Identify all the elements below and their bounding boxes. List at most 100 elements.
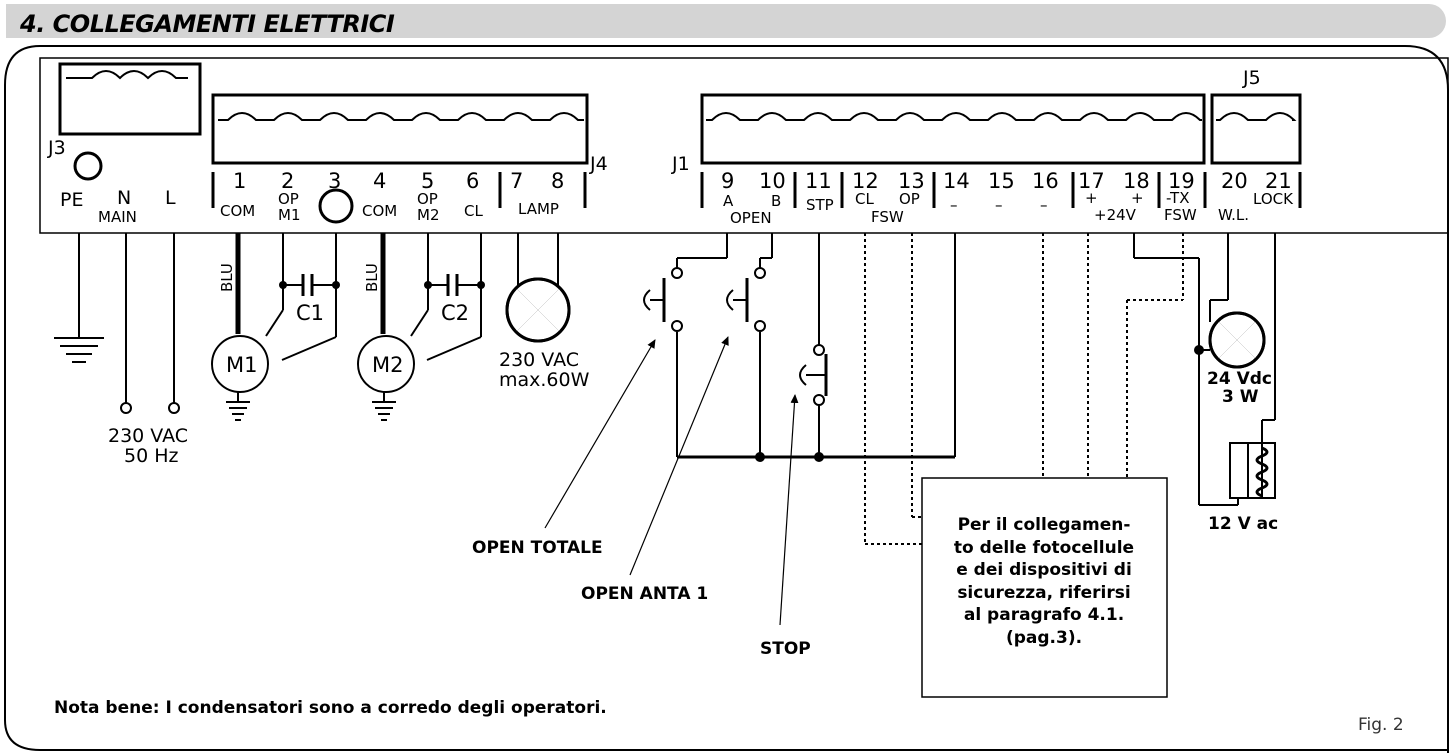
motor-1-label: M1 bbox=[226, 353, 257, 377]
j3-terminal-block bbox=[58, 62, 202, 136]
terminal-16-number: 16 bbox=[1032, 169, 1059, 193]
open-total-callout: OPEN TOTALE bbox=[472, 538, 603, 558]
n-label: N bbox=[117, 187, 131, 209]
terminal-7-number: 7 bbox=[510, 169, 523, 193]
b-label: B bbox=[771, 192, 781, 210]
j5-terminal-block bbox=[1210, 93, 1302, 165]
c2-dot-right bbox=[477, 281, 485, 289]
footer-note: Nota bene: I condensatori sono a corredo… bbox=[54, 698, 607, 718]
wl-voltage: 24 Vdc bbox=[1207, 369, 1272, 389]
tx-top-label: -TX bbox=[1166, 189, 1189, 207]
j5-label: J5 bbox=[1242, 67, 1261, 89]
terminal-9-number: 9 bbox=[721, 169, 734, 193]
c1-dot-right bbox=[332, 281, 340, 289]
stp-label: STP bbox=[806, 196, 834, 214]
motor-2-wiring bbox=[372, 233, 482, 421]
note-line-3: e dei dispositivi di bbox=[956, 560, 1132, 580]
terminal-1-number: 1 bbox=[233, 169, 246, 193]
wl-junction-dot bbox=[1194, 345, 1204, 355]
fsw-label: FSW bbox=[871, 208, 904, 226]
l-label: L bbox=[165, 187, 176, 209]
pe-label: PE bbox=[60, 189, 83, 211]
photocell-note-text: Per il collegamen- to delle fotocellule … bbox=[954, 515, 1134, 648]
warning-light-icon bbox=[1208, 311, 1266, 369]
blu-2-label: BLU bbox=[363, 263, 381, 292]
op-m1-top: OP bbox=[278, 190, 299, 208]
lock-label: LOCK bbox=[1253, 190, 1294, 208]
lock-voltage: 12 V ac bbox=[1208, 514, 1278, 534]
j1-terminal-block bbox=[700, 93, 1206, 165]
header-bar: 4. COLLEGAMENTI ELETTRICI bbox=[6, 4, 1446, 38]
terminal-11-number: 11 bbox=[805, 169, 832, 193]
op-j1-label: OP bbox=[899, 190, 920, 208]
terminal-15-number: 15 bbox=[988, 169, 1015, 193]
j4-mount-hole bbox=[318, 188, 354, 224]
lamp-voltage: 230 VAC bbox=[499, 349, 579, 371]
plus-18-label: + bbox=[1131, 189, 1144, 207]
minus-14-label: – bbox=[950, 196, 958, 214]
terminal-18-number: 18 bbox=[1123, 169, 1150, 193]
open-label: OPEN bbox=[730, 209, 772, 227]
blu-1-label: BLU bbox=[218, 263, 236, 292]
note-line-5: al paragrafo 4.1. bbox=[964, 605, 1124, 625]
j1-label: J1 bbox=[671, 153, 690, 175]
minus-16-label: – bbox=[1040, 196, 1048, 214]
open-leaf-button-icon bbox=[726, 267, 766, 332]
terminal-14-number: 14 bbox=[943, 169, 970, 193]
junction-dot-2 bbox=[814, 452, 824, 462]
callout-arrows bbox=[544, 336, 799, 626]
terminal-8-number: 8 bbox=[551, 169, 564, 193]
j4-terminal-block bbox=[211, 93, 589, 165]
op-m1-bottom: M1 bbox=[278, 206, 301, 224]
com1-label: COM bbox=[220, 202, 255, 220]
photocell-note-box bbox=[921, 477, 1168, 698]
supply-voltage: 230 VAC bbox=[108, 425, 188, 447]
command-wiring bbox=[662, 233, 956, 459]
motor-1-symbol bbox=[211, 335, 269, 393]
figure-number: Fig. 2 bbox=[1358, 715, 1404, 735]
a-label: A bbox=[723, 192, 734, 210]
wl-lock-wiring bbox=[1133, 233, 1276, 506]
lamp-power: max.60W bbox=[499, 369, 590, 391]
op-m2-top: OP bbox=[417, 190, 438, 208]
electric-lock-icon bbox=[1229, 442, 1276, 505]
terminal-17-number: 17 bbox=[1078, 169, 1105, 193]
terminal-13-number: 13 bbox=[898, 169, 925, 193]
open-leaf-callout: OPEN ANTA 1 bbox=[581, 584, 708, 604]
note-line-6: (pag.3). bbox=[1006, 628, 1082, 648]
open-total-button-icon bbox=[643, 267, 683, 332]
tx-bottom-label: FSW bbox=[1164, 206, 1197, 224]
stop-callout: STOP bbox=[760, 639, 811, 659]
note-line-4: sicurezza, riferirsi bbox=[957, 583, 1130, 603]
flashing-lamp-icon bbox=[505, 277, 571, 343]
terminal-5-number: 5 bbox=[421, 169, 434, 193]
terminal-6-number: 6 bbox=[466, 169, 479, 193]
safety-dashed-wiring bbox=[864, 233, 1184, 545]
motor-2-label: M2 bbox=[372, 353, 403, 377]
terminal-10-number: 10 bbox=[759, 169, 786, 193]
lamp-label: LAMP bbox=[518, 200, 559, 218]
cl-j1-label: CL bbox=[855, 190, 874, 208]
c2-dot-left bbox=[424, 281, 432, 289]
control-board bbox=[39, 57, 1449, 234]
v24-label: +24V bbox=[1094, 206, 1137, 224]
stop-button-icon bbox=[799, 344, 826, 406]
plus-17-label: + bbox=[1085, 189, 1098, 207]
minus-15-label: – bbox=[995, 196, 1003, 214]
junction-dot-1 bbox=[755, 452, 765, 462]
j3-mount-hole bbox=[73, 151, 103, 181]
wl-power: 3 W bbox=[1222, 387, 1259, 407]
note-line-1: Per il collegamen- bbox=[958, 515, 1131, 535]
terminal-19-number: 19 bbox=[1168, 169, 1195, 193]
op-m2-bottom: M2 bbox=[417, 206, 440, 224]
j4-label: J4 bbox=[589, 153, 608, 175]
com2-label: COM bbox=[362, 202, 397, 220]
terminal-20-number: 20 bbox=[1221, 169, 1248, 193]
mains-wiring bbox=[54, 233, 180, 414]
cl-j4-label: CL bbox=[464, 202, 483, 220]
j3-label: J3 bbox=[47, 137, 66, 159]
main-label: MAIN bbox=[98, 208, 137, 226]
terminal-3-number: 3 bbox=[328, 169, 341, 193]
terminal-separators bbox=[211, 172, 1302, 208]
